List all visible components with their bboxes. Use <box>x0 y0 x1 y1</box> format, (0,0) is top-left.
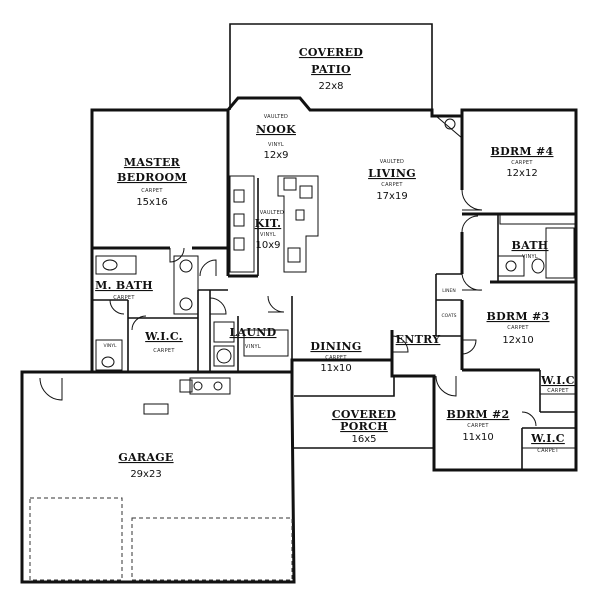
nook-sub: VAULTED <box>264 114 288 120</box>
mbath-name: M. BATH <box>95 279 153 292</box>
living-dim: 17x19 <box>376 191 407 202</box>
nook-name: NOOK <box>256 123 296 136</box>
wic3-floor: CARPET <box>547 388 569 394</box>
wic3-name: W.I.C <box>540 374 575 387</box>
entry-name: ENTRY <box>396 333 441 346</box>
bath-name: BATH <box>511 239 548 252</box>
bdrm4-dim: 12x12 <box>506 168 537 179</box>
laund-name: LAUND <box>230 326 277 339</box>
laund-floor: VINYL <box>245 344 261 350</box>
master-dim: 15x16 <box>136 197 167 208</box>
garage-dim: 29x23 <box>130 469 161 480</box>
bdrm2-dim: 11x10 <box>462 432 493 443</box>
porch-name-1: COVERED <box>332 408 396 421</box>
room-labels: COVERED PATIO 22x8 VAULTED NOOK VINYL 12… <box>95 46 575 480</box>
mbath-floor: CARPET <box>113 295 135 301</box>
dining-dim: 11x10 <box>320 363 351 374</box>
bdrm2-floor: CARPET <box>467 423 489 429</box>
patio-name-2: PATIO <box>311 63 351 76</box>
dining-floor: CARPET <box>325 355 347 361</box>
nook-dim: 12x9 <box>263 150 288 161</box>
kit-name: KIT. <box>255 217 282 230</box>
patio-outline <box>229 23 433 110</box>
bdrm4-floor: CARPET <box>511 160 533 166</box>
coats-label: COATS <box>442 313 457 319</box>
kit-dim: 10x9 <box>255 240 280 251</box>
patio-dim: 22x8 <box>318 81 343 92</box>
living-sub: VAULTED <box>380 159 404 165</box>
garage-name: GARAGE <box>118 451 173 464</box>
mbath-vinyl-label: VINYL <box>103 343 117 349</box>
bdrm3-name: BDRM #3 <box>487 310 550 323</box>
mwic-floor: CARPET <box>153 348 175 354</box>
wic2-name: W.I.C <box>530 432 565 445</box>
porch-name-2: PORCH <box>340 420 388 433</box>
bdrm3-floor: CARPET <box>507 325 529 331</box>
master-floor: CARPET <box>141 188 163 194</box>
nook-floor: VINYL <box>268 142 284 148</box>
mwic-name: W.I.C. <box>144 330 183 343</box>
master-name-1: MASTER <box>124 156 181 169</box>
master-name-2: BEDROOM <box>117 171 187 184</box>
doors <box>39 189 537 427</box>
bdrm4-name: BDRM #4 <box>491 145 554 158</box>
porch-dim: 16x5 <box>351 434 376 445</box>
garage-doors <box>29 497 293 581</box>
patio-name-1: COVERED <box>299 46 363 59</box>
linen-label: LINEN <box>442 288 455 294</box>
bdrm3-dim: 12x10 <box>502 335 533 346</box>
living-name: LIVING <box>368 167 416 180</box>
bdrm2-name: BDRM #2 <box>447 408 510 421</box>
kit-floor: VINYL <box>260 232 276 238</box>
bath-floor: VINYL <box>522 254 538 260</box>
living-floor: CARPET <box>381 182 403 188</box>
wic2-floor: CARPET <box>537 448 559 454</box>
porch-outline <box>294 376 395 397</box>
dining-name: DINING <box>310 340 361 353</box>
kit-sub: VAULTED <box>260 210 284 216</box>
exterior-walls <box>20 23 578 584</box>
fixtures <box>95 115 577 449</box>
